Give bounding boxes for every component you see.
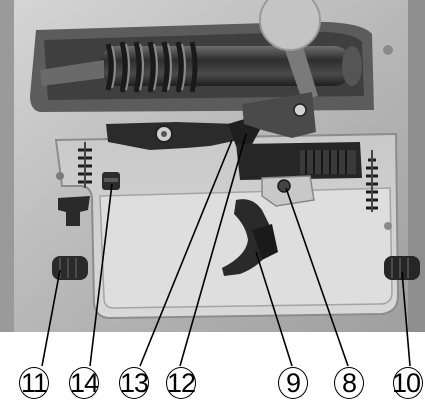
knob-11-grip [59, 258, 77, 278]
callout-8: 8 [341, 368, 357, 398]
upper-right-bracket [242, 92, 316, 138]
callout-14: 14 [69, 368, 99, 398]
callout-ring-12 [166, 367, 196, 399]
rivet [56, 172, 64, 180]
spring [105, 41, 198, 93]
frame-right-edge [408, 0, 425, 332]
callout-9: 9 [285, 368, 301, 398]
trigger-cap [252, 224, 278, 260]
leader-12 [179, 133, 247, 367]
callout-ring-11 [19, 367, 49, 399]
rivet [384, 222, 392, 230]
trigger [222, 199, 274, 276]
frame-left-shade [0, 0, 14, 332]
knob-11 [52, 256, 88, 280]
callout-ring-8 [334, 367, 364, 399]
leader-11 [41, 269, 61, 367]
trigger-bar-ribs [300, 150, 356, 174]
callout-10: 10 [392, 368, 421, 398]
screw-14-slot [104, 178, 118, 182]
tube-end [342, 46, 362, 86]
callout-11: 11 [20, 368, 48, 398]
leader-9 [255, 251, 293, 367]
callout-ring-9 [278, 367, 308, 399]
leader-14 [89, 183, 113, 367]
pin-8 [277, 179, 291, 193]
round-boss [259, 0, 321, 51]
callout-ring-14 [69, 367, 99, 399]
left-post [58, 196, 90, 226]
bracket-pin [293, 103, 307, 117]
callout-12: 12 [166, 368, 196, 398]
knob-10-grip [391, 258, 409, 278]
spring-highlight [111, 43, 186, 91]
leader-10 [401, 271, 411, 367]
sear-pivot-dot [161, 131, 167, 137]
trigger-bar-rib-lines [305, 150, 347, 174]
leader-13 [139, 139, 233, 367]
sear-lever [106, 122, 248, 150]
callout-13: 13 [119, 368, 149, 398]
rivet [383, 45, 393, 55]
leader-lines [41, 133, 411, 367]
callout-ring-13 [119, 367, 149, 399]
left-rod [40, 60, 104, 86]
leader-8 [285, 187, 349, 367]
callout-ring-10 [393, 367, 423, 399]
